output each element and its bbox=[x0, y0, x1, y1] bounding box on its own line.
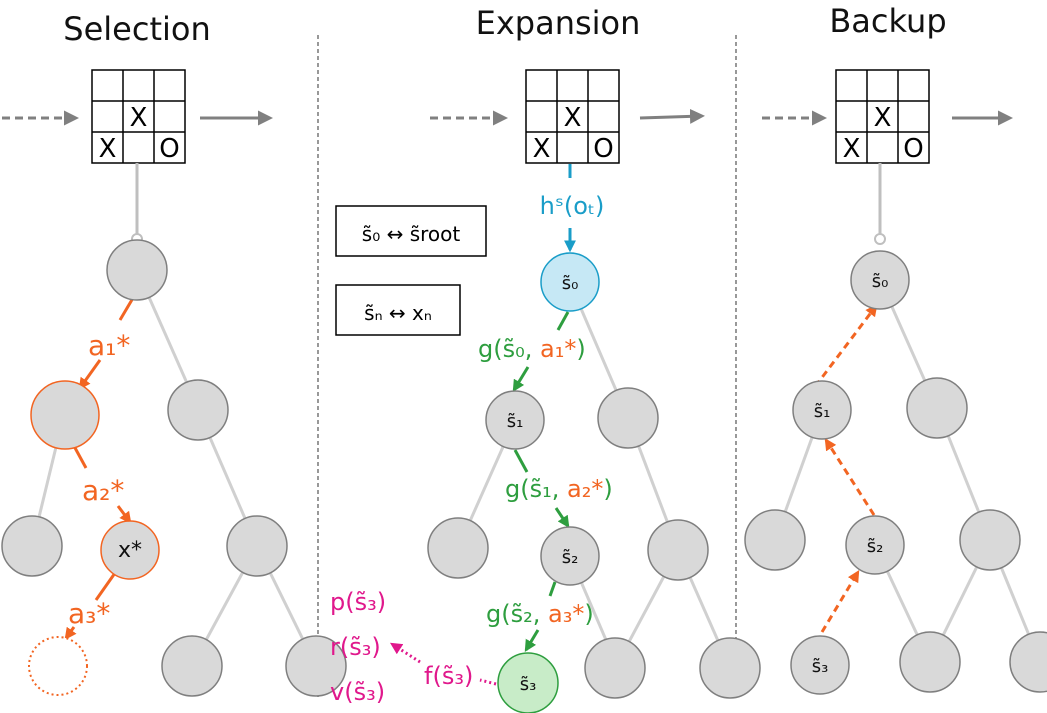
tree-node bbox=[584, 637, 646, 699]
node-s1-expansion bbox=[485, 390, 545, 450]
legend-root-box bbox=[335, 205, 487, 257]
tree-node bbox=[699, 637, 761, 699]
board-cell: X bbox=[130, 103, 148, 133]
legend-node-box bbox=[335, 284, 461, 336]
tree-node bbox=[647, 519, 709, 581]
selected-node-label: x* bbox=[118, 538, 142, 563]
reward-label: r(s̃₃) bbox=[330, 633, 381, 661]
backup-node-s1-label: s̃₁ bbox=[814, 401, 831, 422]
tree-node bbox=[106, 239, 168, 301]
tree-node bbox=[1009, 631, 1047, 693]
tree-node-x-star bbox=[100, 520, 160, 580]
expansion-tree bbox=[389, 164, 761, 713]
selection-tree bbox=[1, 163, 347, 697]
node-s3-label: s̃₃ bbox=[520, 674, 537, 695]
node-s0-backup bbox=[850, 250, 910, 310]
backup-node-s3-label: s̃₃ bbox=[812, 656, 829, 677]
node-s1-backup bbox=[792, 380, 852, 440]
backup-node-s2-label: s̃₂ bbox=[867, 536, 884, 557]
board-cell: O bbox=[593, 134, 613, 164]
tree-node bbox=[226, 515, 288, 577]
tree-node bbox=[161, 635, 223, 697]
transition-label-1: g(s̃₀, a₁*) bbox=[478, 335, 586, 363]
board-cell: X bbox=[564, 103, 582, 133]
title-backup: Backup bbox=[829, 2, 946, 40]
tree-node bbox=[1, 515, 63, 577]
edge-label-a1: a₁* bbox=[88, 329, 130, 362]
tree-node bbox=[167, 379, 229, 441]
board-backup: X X O bbox=[835, 69, 930, 164]
board-selection: X X O bbox=[91, 69, 186, 164]
board-cell: X bbox=[843, 134, 861, 164]
tree-node bbox=[744, 509, 806, 571]
tree-node bbox=[427, 517, 489, 579]
board-expansion: X X O bbox=[525, 69, 620, 164]
board-cell: O bbox=[159, 134, 179, 164]
tree-node-selected bbox=[30, 380, 100, 450]
legend-root-text: s̃₀ ↔ s̃root bbox=[362, 222, 461, 246]
tree-node bbox=[899, 631, 961, 693]
transition-label-2: g(s̃₁, a₂*) bbox=[505, 475, 613, 503]
node-s2-expansion bbox=[540, 526, 600, 586]
title-expansion: Expansion bbox=[476, 4, 641, 42]
node-s3-backup bbox=[790, 635, 850, 695]
node-s3-expansion bbox=[497, 652, 559, 713]
node-s0-label: s̃₀ bbox=[562, 273, 579, 294]
solid-arrow-expansion bbox=[639, 108, 705, 124]
tree-node bbox=[597, 387, 659, 449]
legend-node-text: s̃ₙ ↔ xₙ bbox=[364, 301, 432, 325]
tree-node-new bbox=[28, 636, 88, 696]
backup-node-s0-label: s̃₀ bbox=[872, 271, 889, 292]
node-s2-backup bbox=[845, 515, 905, 575]
board-cell: X bbox=[533, 134, 551, 164]
tree-node bbox=[285, 635, 347, 697]
node-s0-expansion bbox=[540, 252, 600, 312]
backup-tree bbox=[744, 163, 1047, 695]
board-cell: X bbox=[874, 103, 892, 133]
policy-label: p(s̃₃) bbox=[330, 588, 386, 616]
value-label: v(s̃₃) bbox=[330, 678, 385, 706]
edge-label-a2: a₂* bbox=[82, 474, 124, 507]
tree-node bbox=[959, 509, 1021, 571]
prediction-label: f(s̃₃) bbox=[424, 662, 473, 690]
edge-label-a3: a₃* bbox=[68, 597, 110, 630]
encoder-label: hˢ(oₜ) bbox=[540, 192, 605, 220]
board-cell: O bbox=[903, 134, 923, 164]
transition-label-3: g(s̃₂, a₃*) bbox=[486, 600, 594, 628]
board-cell: X bbox=[99, 134, 117, 164]
title-selection: Selection bbox=[63, 10, 210, 48]
tree-node bbox=[906, 377, 968, 439]
node-s2-label: s̃₂ bbox=[562, 547, 579, 568]
node-s1-label: s̃₁ bbox=[507, 411, 524, 432]
